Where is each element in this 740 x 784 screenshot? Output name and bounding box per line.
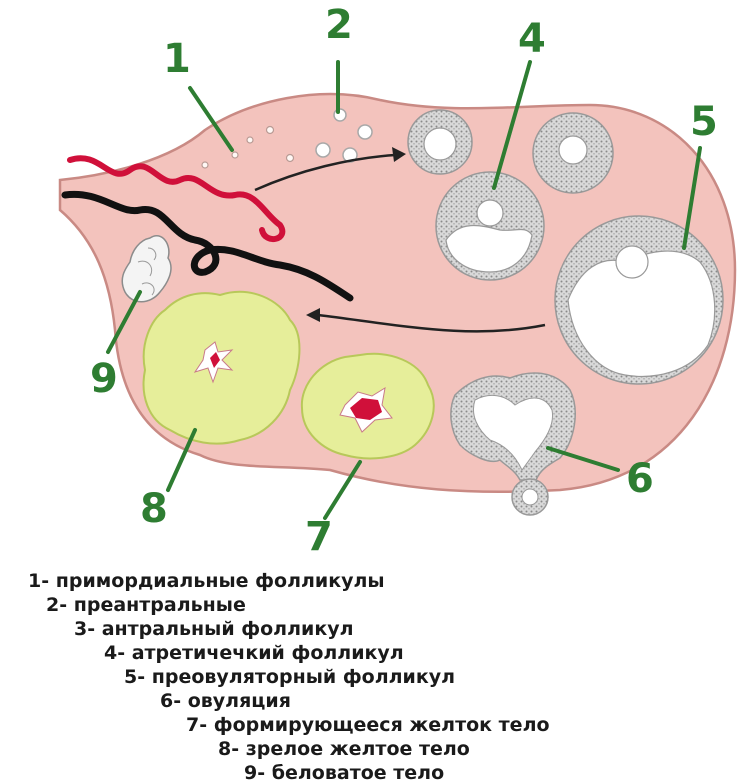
antral-follicle bbox=[407, 109, 473, 175]
marker-6: 6 bbox=[626, 456, 654, 502]
primordial-follicles bbox=[201, 125, 295, 169]
legend-item-7: 7- формирующееся желток тело bbox=[186, 714, 550, 736]
blood-vessel bbox=[67, 155, 286, 242]
leader-line-9 bbox=[106, 290, 142, 354]
leader-line-1 bbox=[188, 86, 234, 152]
ligament bbox=[61, 190, 354, 302]
marker-1: 1 bbox=[163, 36, 191, 82]
legend-item-1: 1- примордиальные фолликулы bbox=[28, 570, 385, 592]
leader-line-4 bbox=[492, 60, 532, 190]
marker-9: 9 bbox=[90, 356, 118, 402]
leader-lines bbox=[106, 60, 702, 520]
legend-item-5: 5- преовуляторный фолликул bbox=[124, 666, 456, 688]
marker-8: 8 bbox=[140, 486, 168, 532]
atretic-follicle bbox=[435, 171, 545, 281]
arrow-bottom-head bbox=[306, 308, 320, 322]
marker-2: 2 bbox=[325, 2, 353, 48]
leader-line-8 bbox=[166, 428, 197, 492]
arrow-top bbox=[254, 153, 396, 192]
ovulating-follicle bbox=[450, 372, 576, 516]
legend-item-9: 9- беловатое тело bbox=[244, 762, 445, 784]
marker-7: 7 bbox=[305, 514, 333, 560]
leader-line-7 bbox=[323, 460, 362, 520]
marker-4: 4 bbox=[518, 16, 546, 62]
preantral-follicles bbox=[315, 108, 373, 163]
forming-corpus-luteum bbox=[300, 352, 435, 460]
legend: 1- примордиальные фолликулы 2- преантрал… bbox=[0, 566, 740, 784]
legend-item-8: 8- зрелое желтое тело bbox=[218, 738, 470, 760]
marker-5: 5 bbox=[690, 99, 718, 145]
legend-item-6: 6- овуляция bbox=[160, 690, 291, 712]
legend-item-4: 4- атретичечкий фолликул bbox=[104, 642, 404, 664]
mature-corpus-luteum bbox=[142, 290, 301, 445]
arrow-top-head bbox=[392, 147, 406, 162]
secondary-follicle bbox=[532, 112, 614, 194]
leader-line-5 bbox=[682, 146, 702, 250]
leader-line-6 bbox=[546, 446, 620, 472]
corpus-albicans bbox=[121, 235, 172, 303]
legend-item-3: 3- антральный фолликул bbox=[74, 618, 354, 640]
arrow-bottom bbox=[317, 313, 546, 333]
ovary-cycle-diagram: 1 2 4 5 6 7 8 9 bbox=[58, 2, 737, 560]
preovulatory-follicle bbox=[554, 215, 724, 385]
legend-item-2: 2- преантральные bbox=[46, 594, 246, 616]
